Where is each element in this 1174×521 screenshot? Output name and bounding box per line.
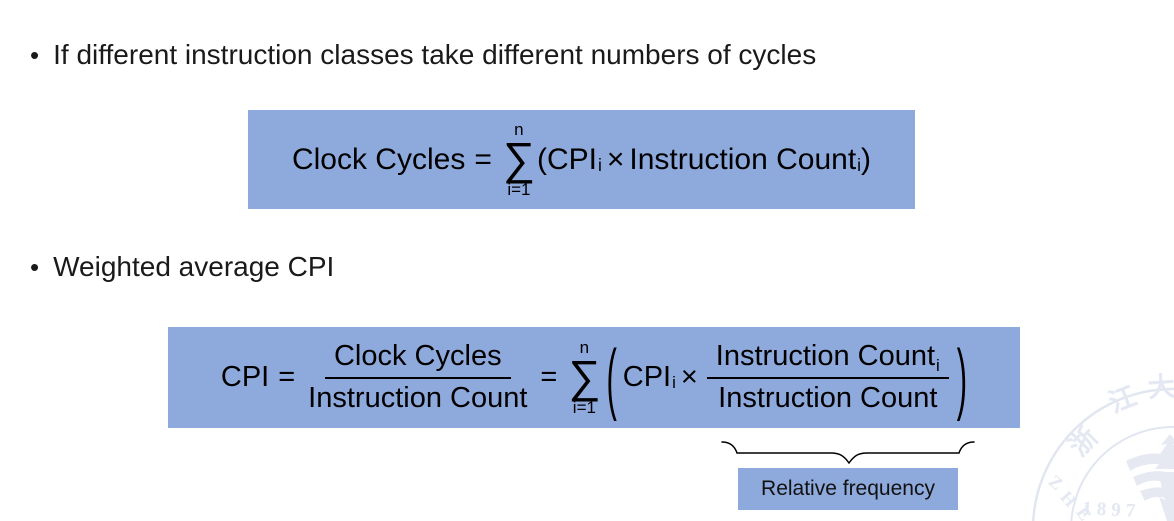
subscript-i: i — [672, 373, 676, 393]
subscript-i: i — [857, 154, 862, 175]
clock-cycles-formula: Clock Cycles = n ∑ i=1 ( CPI i × Instruc… — [292, 121, 871, 199]
seal-letter: H — [1056, 487, 1080, 511]
equals-sign: = — [474, 142, 492, 176]
formula-lhs: CPI — [220, 361, 270, 393]
sum-upper-limit: n — [514, 119, 524, 139]
multiply-sign: × — [680, 361, 698, 393]
fraction-denominator: Instruction Count — [308, 381, 528, 414]
seal-char: 江 — [1105, 381, 1141, 419]
term-instruction-count: Instruction Count — [629, 142, 857, 176]
fraction-denominator: Instruction Count — [718, 381, 938, 414]
relative-frequency-label-box: Relative frequency — [738, 468, 958, 510]
university-seal-watermark: 浙 江 大 学 Z H E 1897 — [1032, 371, 1174, 521]
seal-inner-ring — [1070, 426, 1174, 521]
seal-char: 浙 — [1063, 422, 1103, 462]
underbrace — [721, 441, 975, 465]
term-cpi: CPI — [622, 361, 672, 393]
big-close-paren: ) — [956, 332, 968, 423]
weighted-cpi-formula-box: CPI = Clock Cycles Instruction Count = n… — [168, 327, 1020, 428]
subscript-i: i — [597, 154, 602, 175]
weighted-cpi-formula: CPI = Clock Cycles Instruction Count = n… — [220, 332, 968, 423]
bullet-marker: • — [30, 252, 40, 282]
fraction-clock-cycles-over-instruction-count: Clock Cycles Instruction Count — [308, 340, 527, 415]
bullet-marker: • — [30, 40, 40, 70]
multiply-sign: × — [606, 142, 625, 176]
equals-sign: = — [540, 361, 558, 393]
relative-frequency-label: Relative frequency — [761, 477, 935, 500]
sum-lower-limit: i=1 — [507, 180, 531, 200]
summation-symbol: n ∑ i=1 — [568, 339, 600, 417]
eagle-icon — [1126, 434, 1174, 521]
sigma-glyph: ∑ — [502, 132, 535, 184]
formula-lhs: Clock Cycles — [291, 142, 466, 176]
open-paren: ( — [536, 142, 547, 176]
bullet-text: Weighted average CPI — [53, 251, 335, 282]
sum-lower-limit: i=1 — [572, 398, 596, 418]
seal-year: 1897 — [1082, 498, 1141, 521]
summation-symbol: n ∑ i=1 — [503, 121, 535, 199]
seal-outer-ring — [1032, 387, 1174, 521]
close-paren: ) — [861, 142, 872, 176]
term-cpi: CPI — [546, 142, 597, 176]
fraction-numerator: Clock Cycles — [324, 340, 511, 379]
fraction-numerator: Instruction Counti — [706, 340, 949, 379]
seal-letter: Z — [1045, 471, 1067, 494]
seal-char: 大 — [1147, 371, 1174, 403]
sigma-glyph: ∑ — [568, 350, 601, 402]
clock-cycles-formula-box: Clock Cycles = n ∑ i=1 ( CPI i × Instruc… — [248, 110, 915, 209]
sum-upper-limit: n — [579, 337, 590, 357]
equals-sign: = — [278, 361, 296, 393]
bullet-item-instruction-classes: • If different instruction classes take … — [30, 37, 816, 72]
fraction-relative-frequency: Instruction Counti Instruction Count — [706, 340, 949, 415]
bullet-item-weighted-average-cpi: • Weighted average CPI — [30, 249, 334, 284]
subscript-i: i — [936, 355, 940, 375]
big-open-paren: ( — [606, 332, 617, 423]
bullet-text: If different instruction classes take di… — [53, 39, 817, 70]
